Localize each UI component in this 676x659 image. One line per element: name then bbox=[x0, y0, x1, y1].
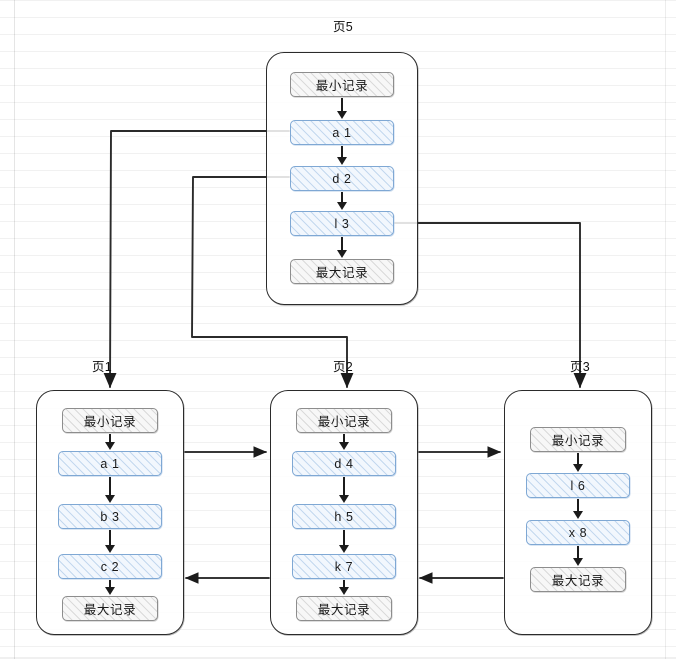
page3-cell-max-record[interactable]: 最大记录 bbox=[530, 567, 626, 592]
page-label-page1: 页1 bbox=[92, 360, 113, 374]
arrow-p3-min-to-l6 bbox=[577, 453, 580, 465]
arrow-p5-a1-to-d2 bbox=[341, 146, 344, 158]
page5-cell-entry-d2[interactable]: d 2 bbox=[290, 166, 394, 191]
link-d2-to-page2 bbox=[191, 176, 354, 389]
page5-cell-min-record[interactable]: 最小记录 bbox=[290, 72, 394, 97]
arrow-p2-k7-to-max bbox=[343, 580, 346, 588]
page2-cell-max-record[interactable]: 最大记录 bbox=[296, 596, 392, 621]
arrow-p5-min-to-a1 bbox=[341, 98, 344, 112]
page3-cell-record-l6[interactable]: l 6 bbox=[526, 473, 630, 498]
arrow-p1-c2-to-max bbox=[109, 580, 112, 588]
page2-cell-record-k7[interactable]: k 7 bbox=[292, 554, 396, 579]
page2-cell-record-h5[interactable]: h 5 bbox=[292, 504, 396, 529]
page1-cell-min-record[interactable]: 最小记录 bbox=[62, 408, 158, 433]
link-l3-to-page3 bbox=[394, 222, 587, 389]
page1-cell-record-c2[interactable]: c 2 bbox=[58, 554, 162, 579]
arrow-p2-h5-to-k7 bbox=[343, 530, 346, 546]
arrow-p1-min-to-a1 bbox=[109, 434, 112, 443]
arrow-p2-min-to-d4 bbox=[343, 434, 346, 443]
page5-cell-entry-a1[interactable]: a 1 bbox=[290, 120, 394, 145]
arrow-p5-d2-to-l3 bbox=[341, 192, 344, 203]
page5-cell-entry-l3[interactable]: l 3 bbox=[290, 211, 394, 236]
arrow-p3-x8-to-max bbox=[577, 546, 580, 559]
page2-cell-record-d4[interactable]: d 4 bbox=[292, 451, 396, 476]
arrow-p1-b3-to-c2 bbox=[109, 530, 112, 546]
page-label-page2: 页2 bbox=[333, 360, 354, 374]
page3-cell-record-x8[interactable]: x 8 bbox=[526, 520, 630, 545]
page1-cell-record-a1[interactable]: a 1 bbox=[58, 451, 162, 476]
page1-cell-max-record[interactable]: 最大记录 bbox=[62, 596, 158, 621]
link-a1-to-page1 bbox=[103, 130, 290, 389]
arrow-p1-a1-to-b3 bbox=[109, 477, 112, 496]
arrow-p2-d4-to-h5 bbox=[343, 477, 346, 496]
page1-cell-record-b3[interactable]: b 3 bbox=[58, 504, 162, 529]
page3-cell-min-record[interactable]: 最小记录 bbox=[530, 427, 626, 452]
arrow-p3-l6-to-x8 bbox=[577, 499, 580, 512]
arrow-p5-l3-to-max bbox=[341, 237, 344, 251]
page-label-page5: 页5 bbox=[333, 20, 354, 34]
page-label-page3: 页3 bbox=[570, 360, 591, 374]
page2-cell-min-record[interactable]: 最小记录 bbox=[296, 408, 392, 433]
page5-cell-max-record[interactable]: 最大记录 bbox=[290, 259, 394, 284]
